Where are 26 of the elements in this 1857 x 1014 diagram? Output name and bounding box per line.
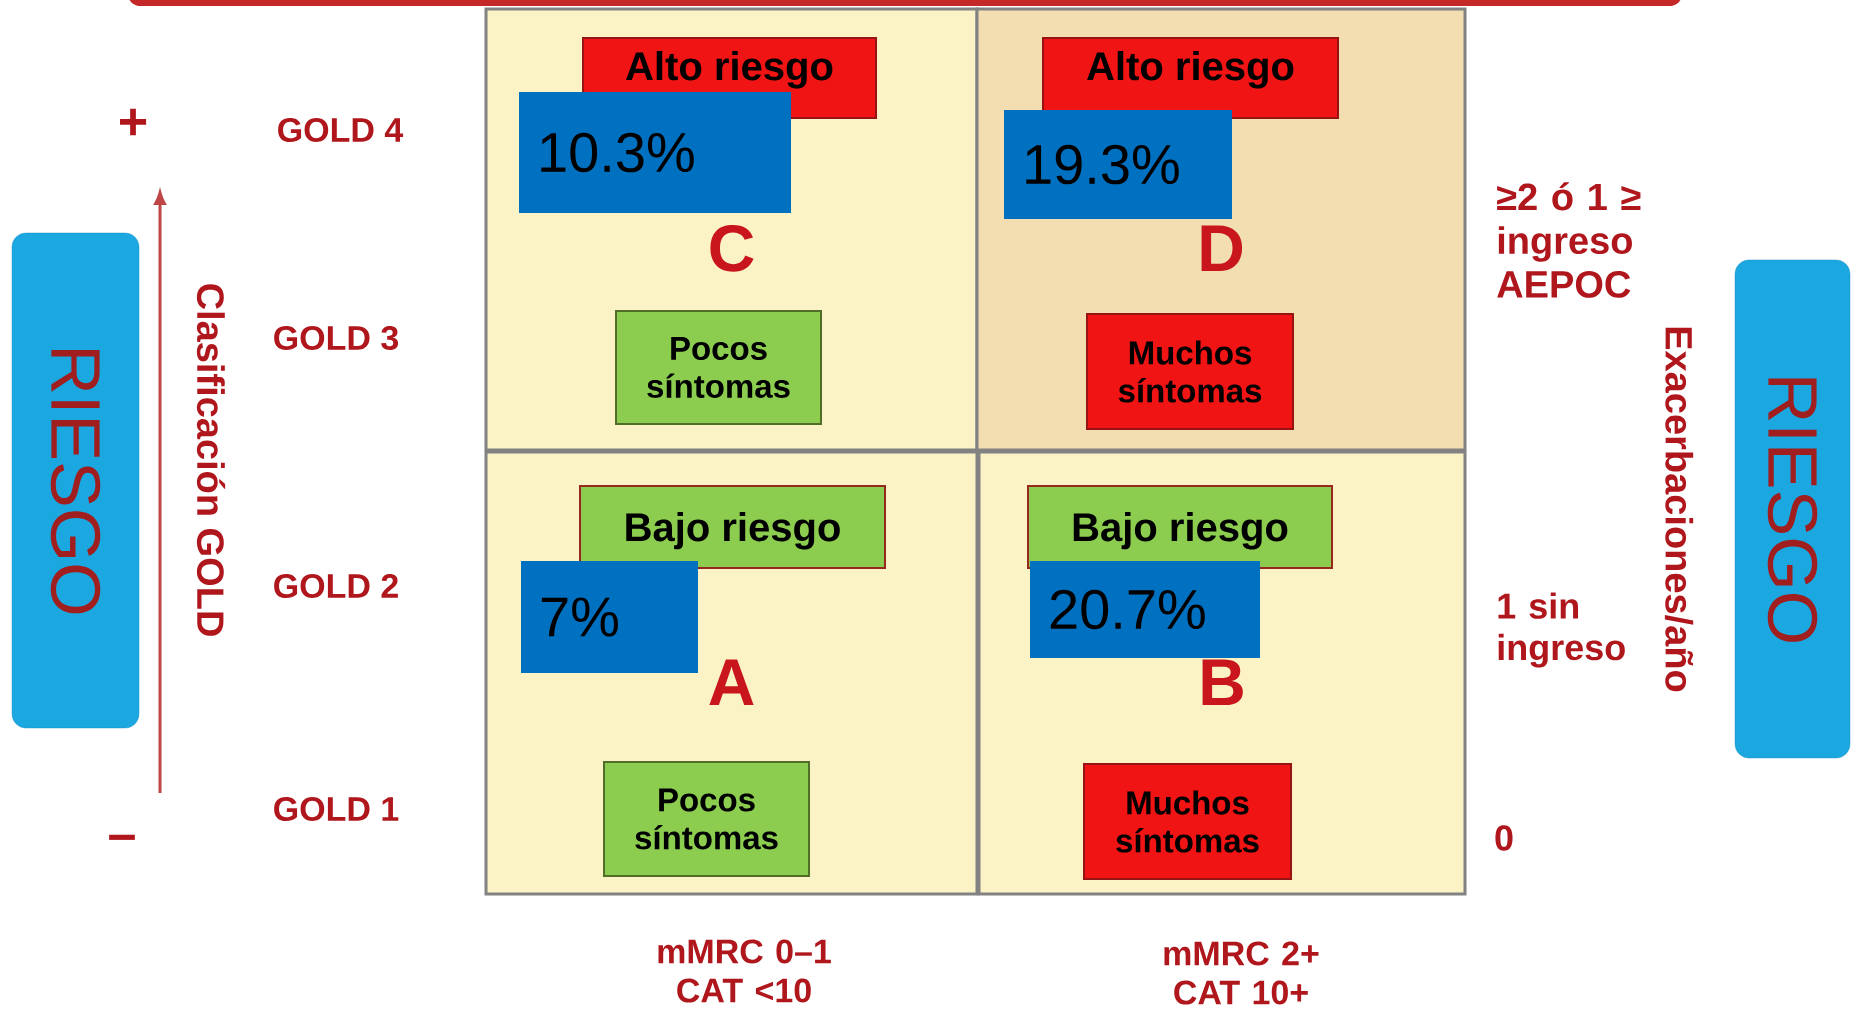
symptoms-box: Muchos síntomas [1083, 763, 1292, 880]
axis-label: 0 [1495, 825, 1513, 851]
axis-label: GOLD 2 [274, 573, 398, 599]
risk-box: Bajo riesgo [579, 485, 886, 569]
symptoms-box: Pocos síntomas [615, 310, 822, 425]
risk-box: Alto riesgo [1042, 37, 1339, 119]
axis-label: 1 sin ingreso [1498, 592, 1625, 668]
percentage-box: 10.3% [519, 92, 791, 213]
axis-label: mMRC 0–1 CAT <10 [658, 939, 831, 1003]
risk-bar: RIESGO [1734, 259, 1851, 759]
axis-title: Clasificación GOLD [196, 284, 226, 636]
risk-box: Bajo riesgo [1027, 485, 1333, 569]
symptoms-box: Pocos síntomas [603, 761, 810, 877]
plus-sign: + [120, 108, 147, 136]
symptoms-box: Muchos síntomas [1086, 313, 1294, 430]
axis-label: GOLD 4 [278, 117, 404, 143]
axis-label: mMRC 2+ CAT 10+ [1164, 941, 1319, 1005]
minus-sign: – [109, 834, 135, 840]
risk-bar: RIESGO [11, 232, 140, 729]
percentage-box: 19.3% [1004, 110, 1232, 219]
axis-label: GOLD 1 [274, 796, 399, 822]
axis-label: ≥2 ó 1 ≥ ingreso AEPOC [1497, 182, 1641, 298]
percentage-box: 20.7% [1030, 561, 1260, 658]
axis-title: Exacerbaciones/año [1664, 327, 1694, 692]
axis-label: GOLD 3 [274, 325, 399, 351]
percentage-box: 7% [521, 561, 698, 673]
